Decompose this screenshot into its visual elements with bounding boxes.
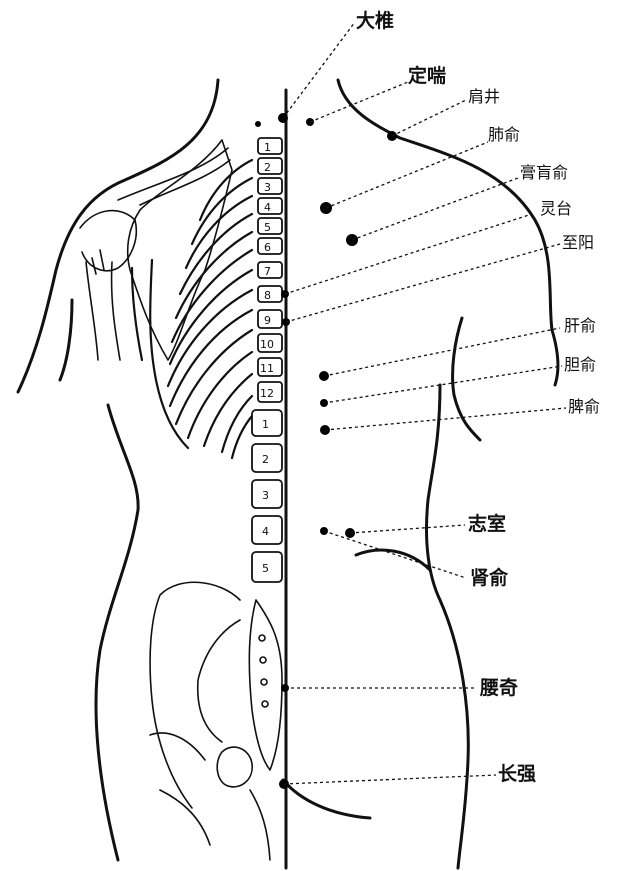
label-feishu: 肺俞: [488, 125, 520, 144]
label-dingchuan: 定喘: [408, 64, 446, 87]
left-arm-inner: [60, 300, 72, 380]
leader-danshu: [324, 366, 562, 403]
leader-zhiyang: [286, 244, 560, 322]
l1-number: 1: [262, 418, 269, 431]
acupoint-labels: 大椎 定喘 肩井 肺俞 膏肓俞 灵台 至阳 肝俞 胆俞 脾俞 志室 肾俞 腰奇 …: [356, 9, 600, 785]
right-flank: [427, 385, 469, 868]
label-gaohuangshu: 膏肓俞: [520, 163, 568, 182]
skeleton-left: [80, 140, 252, 458]
left-flank: [96, 405, 138, 860]
label-zhishi: 志室: [468, 512, 506, 535]
leader-lines: [283, 22, 566, 784]
leader-changqiang: [284, 775, 496, 784]
label-lingtai: 灵台: [540, 199, 572, 218]
label-shenshu: 肾俞: [470, 566, 509, 589]
leader-dazhui: [283, 22, 355, 118]
right-waist-fold: [356, 550, 430, 570]
label-danshu: 胆俞: [564, 355, 596, 374]
leader-zhishi: [350, 525, 465, 533]
leader-jianjing: [392, 100, 466, 136]
pelvis: [150, 582, 282, 860]
sacral-foramen-3: [261, 679, 267, 685]
label-dazhui: 大椎: [356, 9, 394, 32]
l2-number: 2: [262, 453, 269, 466]
t8-number: 8: [264, 289, 271, 302]
sacral-foramen-1: [259, 635, 265, 641]
t10-number: 10: [260, 338, 274, 351]
t11-number: 11: [260, 362, 274, 375]
label-zhiyang: 至阳: [562, 233, 594, 252]
label-yaoqi: 腰奇: [479, 676, 518, 699]
right-armpit: [453, 318, 480, 440]
leader-dingchuan: [310, 82, 408, 122]
iliac-inner: [198, 620, 240, 742]
t3-number: 3: [264, 181, 271, 194]
leader-pishu: [325, 408, 566, 430]
t5-number: 5: [264, 221, 271, 234]
leader-shenshu: [324, 531, 466, 578]
body-outline: [18, 80, 558, 868]
l3-number: 3: [262, 489, 269, 502]
l5-number: 5: [262, 562, 269, 575]
t9-number: 9: [264, 314, 271, 327]
sacral-foramen-4: [262, 701, 268, 707]
t2-number: 2: [264, 161, 271, 174]
left-ribs: [132, 160, 252, 458]
femur-head: [217, 747, 252, 787]
t4-number: 4: [264, 201, 271, 214]
t6-number: 6: [264, 241, 271, 254]
buttock-line: [283, 780, 370, 818]
leader-feishu: [326, 142, 488, 208]
sacral-foramen-2: [260, 657, 266, 663]
l4-number: 4: [262, 525, 269, 538]
label-pishu: 脾俞: [568, 397, 600, 416]
t12-number: 12: [260, 387, 274, 400]
label-changqiang: 长强: [498, 763, 536, 785]
label-ganshu: 肝俞: [564, 316, 596, 335]
leader-ganshu: [324, 328, 560, 376]
label-jianjing: 肩井: [468, 87, 500, 106]
left-iliac-crest: [150, 582, 240, 808]
hip-detail: [150, 733, 270, 860]
leader-lingtai: [285, 214, 532, 294]
t7-number: 7: [264, 265, 271, 278]
t1-number: 1: [264, 141, 271, 154]
upper-arm-detail: [86, 250, 104, 360]
spine: 1 2 3 4 5 6 7 8 9 10 11 12 1 2 3 4 5: [252, 138, 282, 582]
dazhui-side-point: [255, 121, 261, 127]
